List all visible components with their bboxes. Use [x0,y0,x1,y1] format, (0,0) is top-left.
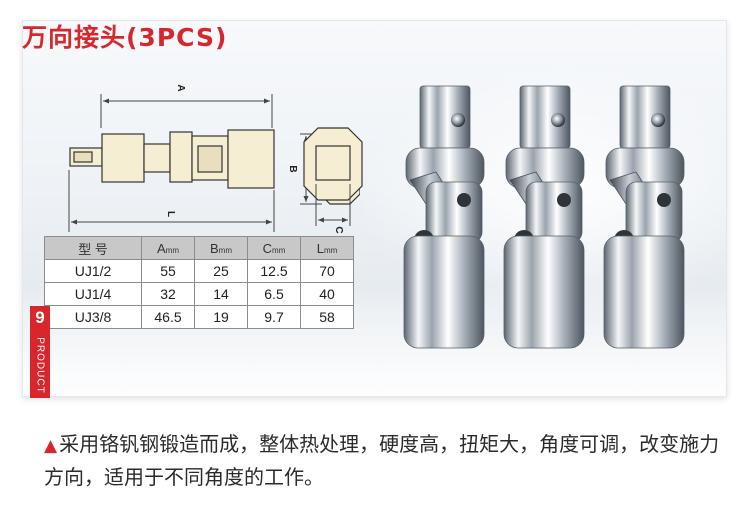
badge-label: PRODUCT [34,337,46,394]
header-l: Lmm [300,236,354,260]
header-a: Amm [141,236,195,260]
header-b: Bmm [194,236,248,260]
cell-model: UJ3/8 [44,305,142,329]
universal-joint-2 [503,85,585,349]
spec-table: 型 号 Amm Bmm Cmm Lmm UJ1/2 55 25 12.5 70 … [44,236,354,329]
dimension-a-label: A [175,84,186,91]
dimension-b-label: B [287,165,298,172]
table-row: UJ1/4 32 14 6.5 40 [44,282,354,306]
triangle-up-icon: ▲ [44,436,58,456]
dimension-l [68,170,275,232]
cell-l: 40 [300,282,354,306]
header-model: 型 号 [44,236,142,260]
side-view [69,129,275,189]
cell-a: 55 [141,259,195,283]
cell-b: 14 [194,282,248,306]
end-view-front [303,127,363,201]
header-c: Cmm [247,236,301,260]
end-view-detail: C [303,127,363,234]
dimension-c-label: C [333,226,344,233]
badge-number: 9 [35,308,45,327]
cell-b: 19 [194,305,248,329]
cell-c: 12.5 [247,259,301,283]
product-description: ▲采用铬钒钢锻造而成，整体热处理，硬度高，扭矩大，角度可调，改变施力方向，适用于… [44,429,724,493]
cell-model: UJ1/4 [44,282,142,306]
product-number-badge: 9 PRODUCT [30,306,50,398]
cell-c: 6.5 [247,282,301,306]
cell-model: UJ1/2 [44,259,142,283]
cell-c: 9.7 [247,305,301,329]
dimension-c [315,184,351,226]
description-text: 采用铬钒钢锻造而成，整体热处理，硬度高，扭矩大，角度可调，改变施力方向，适用于不… [44,432,720,489]
page-title: 万向接头(3PCS) [22,23,228,52]
cell-b: 25 [194,259,248,283]
universal-joint-1 [403,85,485,349]
cell-a: 32 [141,282,195,306]
table-header-row: 型 号 Amm Bmm Cmm Lmm [44,236,354,260]
cell-a: 46.5 [141,305,195,329]
cell-l: 58 [300,305,354,329]
universal-joint-3 [603,85,685,349]
dimension-a [100,94,273,128]
product-photo [403,85,685,349]
cell-l: 70 [300,259,354,283]
table-row: UJ3/8 46.5 19 9.7 58 [44,305,354,329]
dimension-l-label: L [165,211,176,217]
table-row: UJ1/2 55 25 12.5 70 [44,259,354,283]
